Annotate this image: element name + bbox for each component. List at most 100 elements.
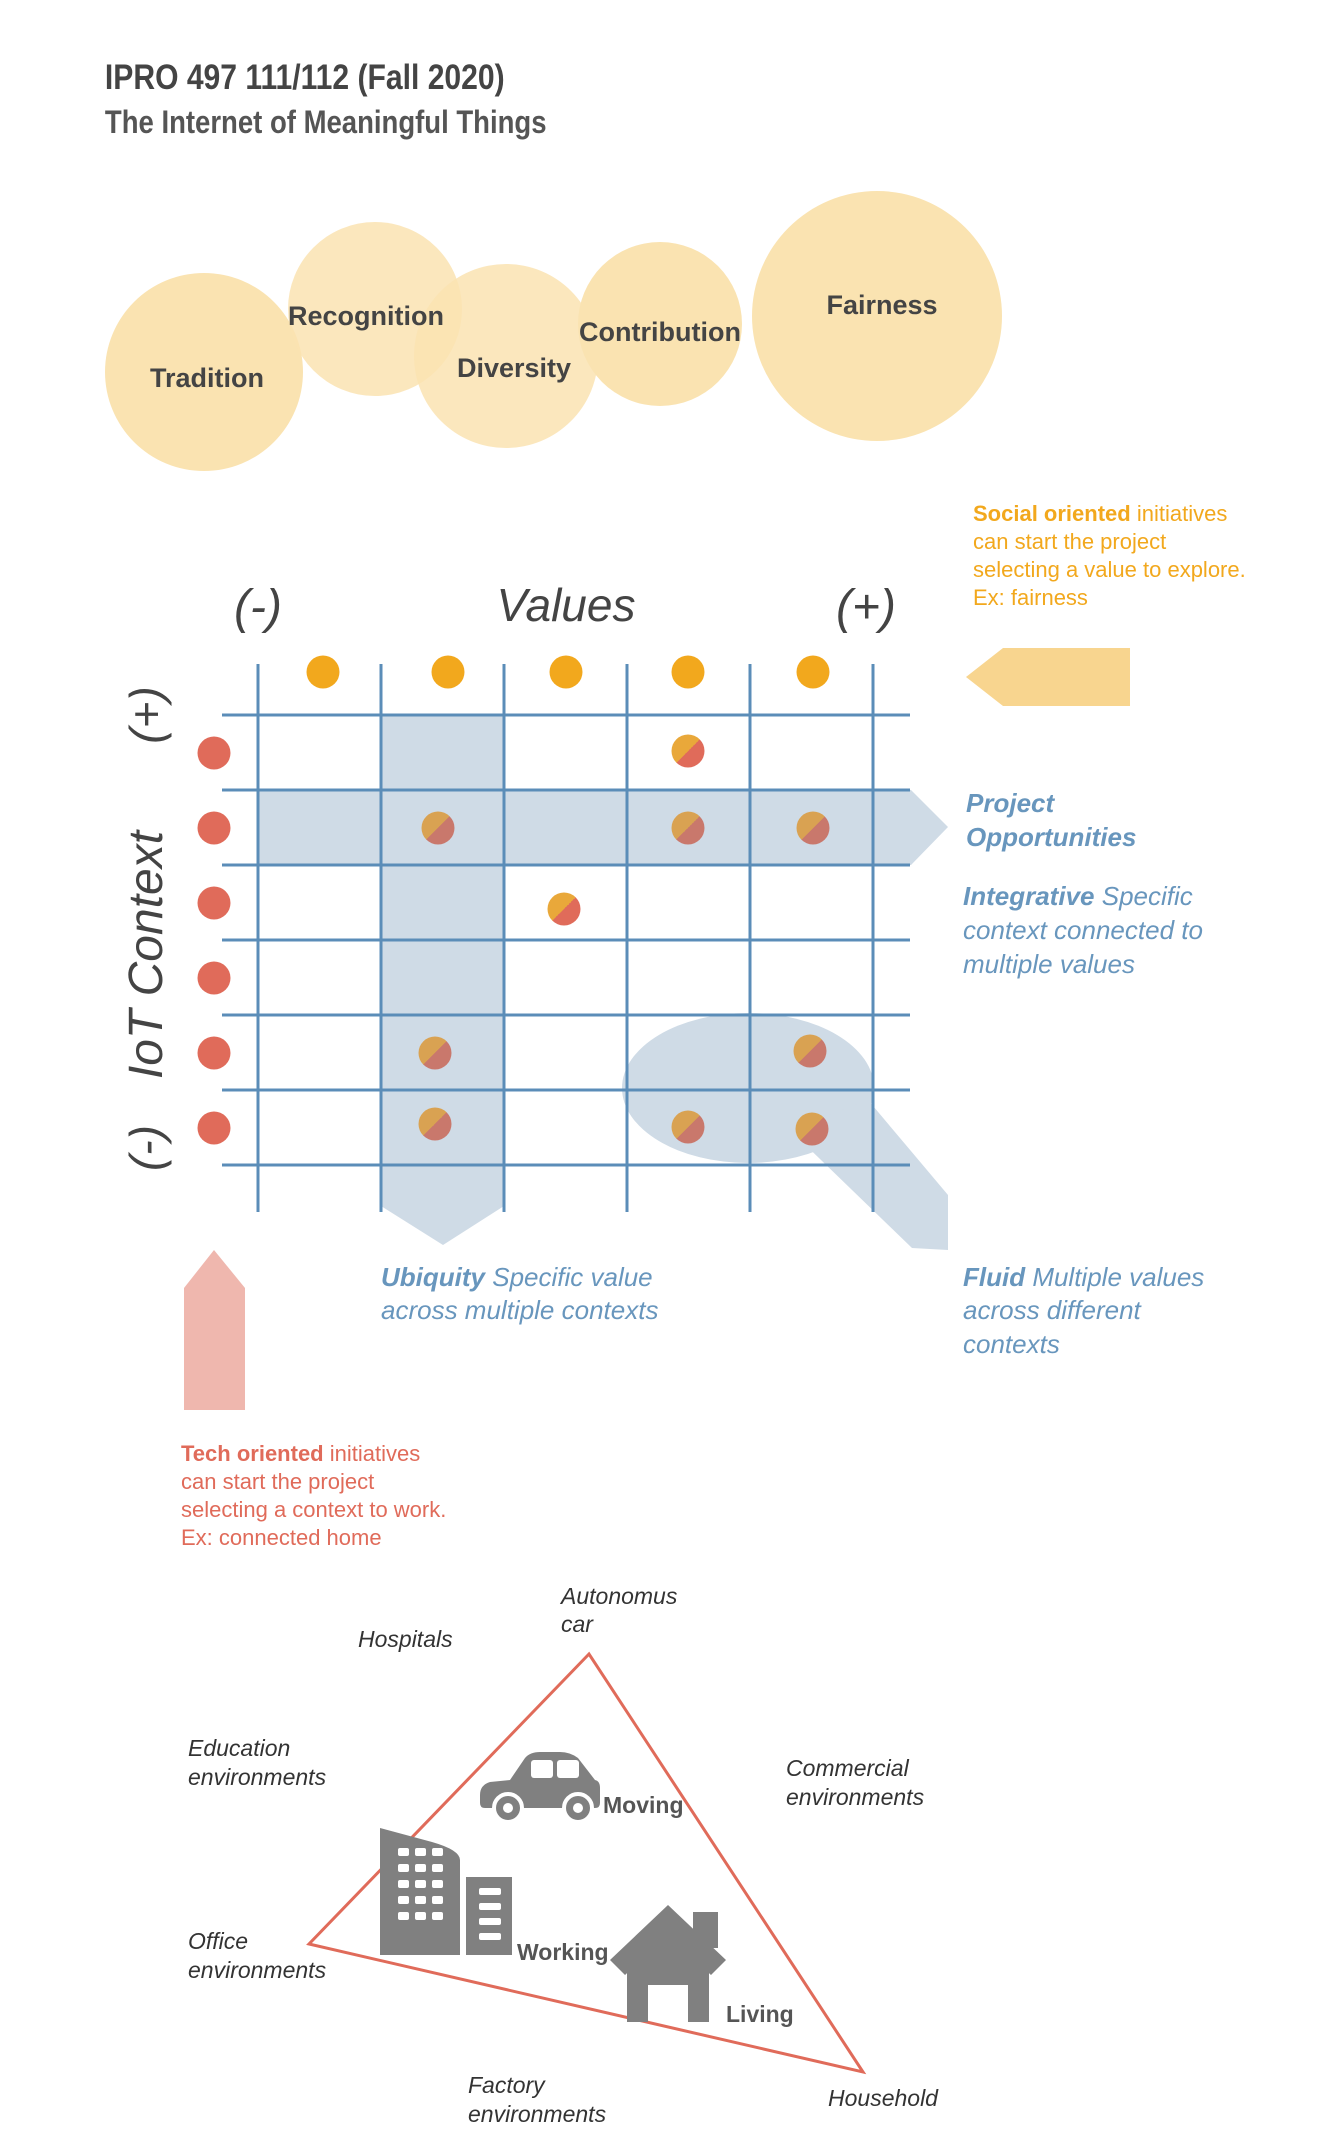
fluid-band-tail — [790, 1100, 948, 1250]
project-opportunities-label: Project Opportunities — [966, 788, 1136, 852]
ubiquity-line-2: across multiple contexts — [381, 1295, 658, 1325]
social-note-line-2: can start the project — [973, 529, 1166, 554]
integrative-label: Integrative Specific context connected t… — [963, 881, 1203, 979]
value-dot-2 — [431, 655, 465, 689]
label-commercial-1: Commercial — [786, 1755, 910, 1781]
tech-entry-arrow — [184, 1250, 245, 1410]
integrative-bold: Integrative — [963, 881, 1095, 911]
value-dot-5 — [796, 655, 830, 689]
bubble-contribution — [578, 242, 742, 406]
ubiquity-label: Ubiquity Specific value across multiple … — [381, 1262, 658, 1325]
bubble-label-recognition: Recognition — [288, 301, 444, 331]
bubble-label-fairness: Fairness — [826, 290, 937, 320]
ubiquity-line-1: Ubiquity Specific value — [381, 1262, 653, 1292]
environment-labels: Autonomus car Hospitals Education enviro… — [188, 1583, 939, 2127]
combination-dot-7 — [793, 1034, 827, 1068]
bubble-diversity — [414, 264, 598, 448]
context-dot-3 — [197, 886, 231, 920]
bubble-label-contribution: Contribution — [579, 317, 741, 347]
building-window-8 — [432, 1880, 443, 1888]
building-window-15 — [479, 1888, 501, 1895]
building-window-5 — [432, 1864, 443, 1872]
building-window-18 — [479, 1933, 501, 1940]
label-factory-2: environments — [468, 2101, 607, 2127]
social-entry-arrow — [966, 648, 1130, 706]
combination-dot-8 — [418, 1107, 452, 1141]
context-triangle — [306, 1651, 867, 2075]
value-bubbles: Tradition Recognition Diversity Contribu… — [105, 191, 1002, 471]
values-axis-minus: (-) — [234, 581, 282, 634]
bubble-tradition — [105, 273, 303, 471]
fluid-label: Fluid Multiple values across different c… — [963, 1262, 1204, 1359]
values-axis-plus: (+) — [836, 581, 896, 634]
tech-note-bold: Tech oriented — [181, 1441, 324, 1466]
building-window-6 — [398, 1880, 409, 1888]
context-dot-2 — [197, 811, 231, 845]
combination-dot-9 — [671, 1110, 705, 1144]
building-window-2 — [432, 1848, 443, 1856]
building-windows — [398, 1848, 501, 1940]
label-autonomous-2: car — [561, 1611, 594, 1637]
fluid-line-2: across different — [963, 1295, 1143, 1325]
building-window-7 — [415, 1880, 426, 1888]
tech-note-line-4: Ex: connected home — [181, 1525, 382, 1550]
value-dot-3 — [549, 655, 583, 689]
house-icon — [610, 1905, 726, 2022]
combination-dot-2 — [421, 811, 455, 845]
bubble-fairness — [752, 191, 1002, 441]
building-window-11 — [432, 1896, 443, 1904]
context-dot-4 — [197, 961, 231, 995]
house-icon-chimney — [693, 1912, 718, 1948]
building-window-4 — [415, 1864, 426, 1872]
building-window-10 — [415, 1896, 426, 1904]
ubiquity-bold: Ubiquity — [381, 1262, 487, 1292]
building-window-13 — [415, 1912, 426, 1920]
fluid-line-3: contexts — [963, 1329, 1060, 1359]
values-axis-title: Values — [497, 579, 636, 631]
building-window-12 — [398, 1912, 409, 1920]
tech-note-line-3: selecting a context to work. — [181, 1497, 446, 1522]
social-note-line-3: selecting a value to explore. — [973, 557, 1246, 582]
integrative-line-1: Integrative Specific — [963, 881, 1193, 911]
integrative-rest: Specific — [1095, 881, 1193, 911]
opportunities-line-2: Opportunities — [966, 822, 1136, 852]
social-note-bold: Social oriented — [973, 501, 1131, 526]
buildings-icon-tall — [380, 1828, 460, 1955]
car-icon-hub-1 — [503, 1803, 513, 1813]
context-dot-1 — [197, 736, 231, 770]
context-dots — [197, 736, 231, 1145]
building-window-0 — [398, 1848, 409, 1856]
integrative-line-3: multiple values — [963, 949, 1135, 979]
label-autonomous-1: Autonomus — [559, 1583, 678, 1609]
mode-living: Living — [726, 2001, 794, 2027]
matrix-grid — [222, 664, 910, 1212]
fluid-line-1: Fluid Multiple values — [963, 1262, 1204, 1292]
value-dot-4 — [671, 655, 705, 689]
integrative-band — [258, 790, 948, 865]
social-oriented-note: Social oriented initiatives can start th… — [973, 501, 1246, 610]
mode-working: Working — [517, 1939, 609, 1965]
combination-dot-3 — [671, 811, 705, 845]
context-axis-minus: (-) — [120, 1125, 172, 1171]
label-household: Household — [828, 2085, 939, 2111]
social-note-rest: initiatives — [1131, 501, 1228, 526]
building-window-3 — [398, 1864, 409, 1872]
house-icon-roof — [610, 1905, 726, 1975]
label-education-1: Education — [188, 1735, 290, 1761]
tech-note-rest: initiatives — [324, 1441, 421, 1466]
social-note-line-1: Social oriented initiatives — [973, 501, 1227, 526]
bubble-label-diversity: Diversity — [457, 353, 571, 383]
label-commercial-2: environments — [786, 1784, 925, 1810]
document-subtitle: The Internet of Meaningful Things — [105, 105, 547, 140]
building-window-9 — [398, 1896, 409, 1904]
document-title: IPRO 497 111/112 (Fall 2020) — [105, 57, 505, 97]
opportunities-line-1: Project — [966, 788, 1055, 818]
label-office-1: Office — [188, 1928, 248, 1954]
value-dot-1 — [306, 655, 340, 689]
ubiquity-rest: Specific value — [485, 1262, 653, 1292]
car-icon — [480, 1752, 600, 1824]
combination-dot-6 — [418, 1036, 452, 1070]
context-axis-title: IoT Context — [120, 829, 173, 1079]
office-buildings-icon — [380, 1828, 512, 1955]
